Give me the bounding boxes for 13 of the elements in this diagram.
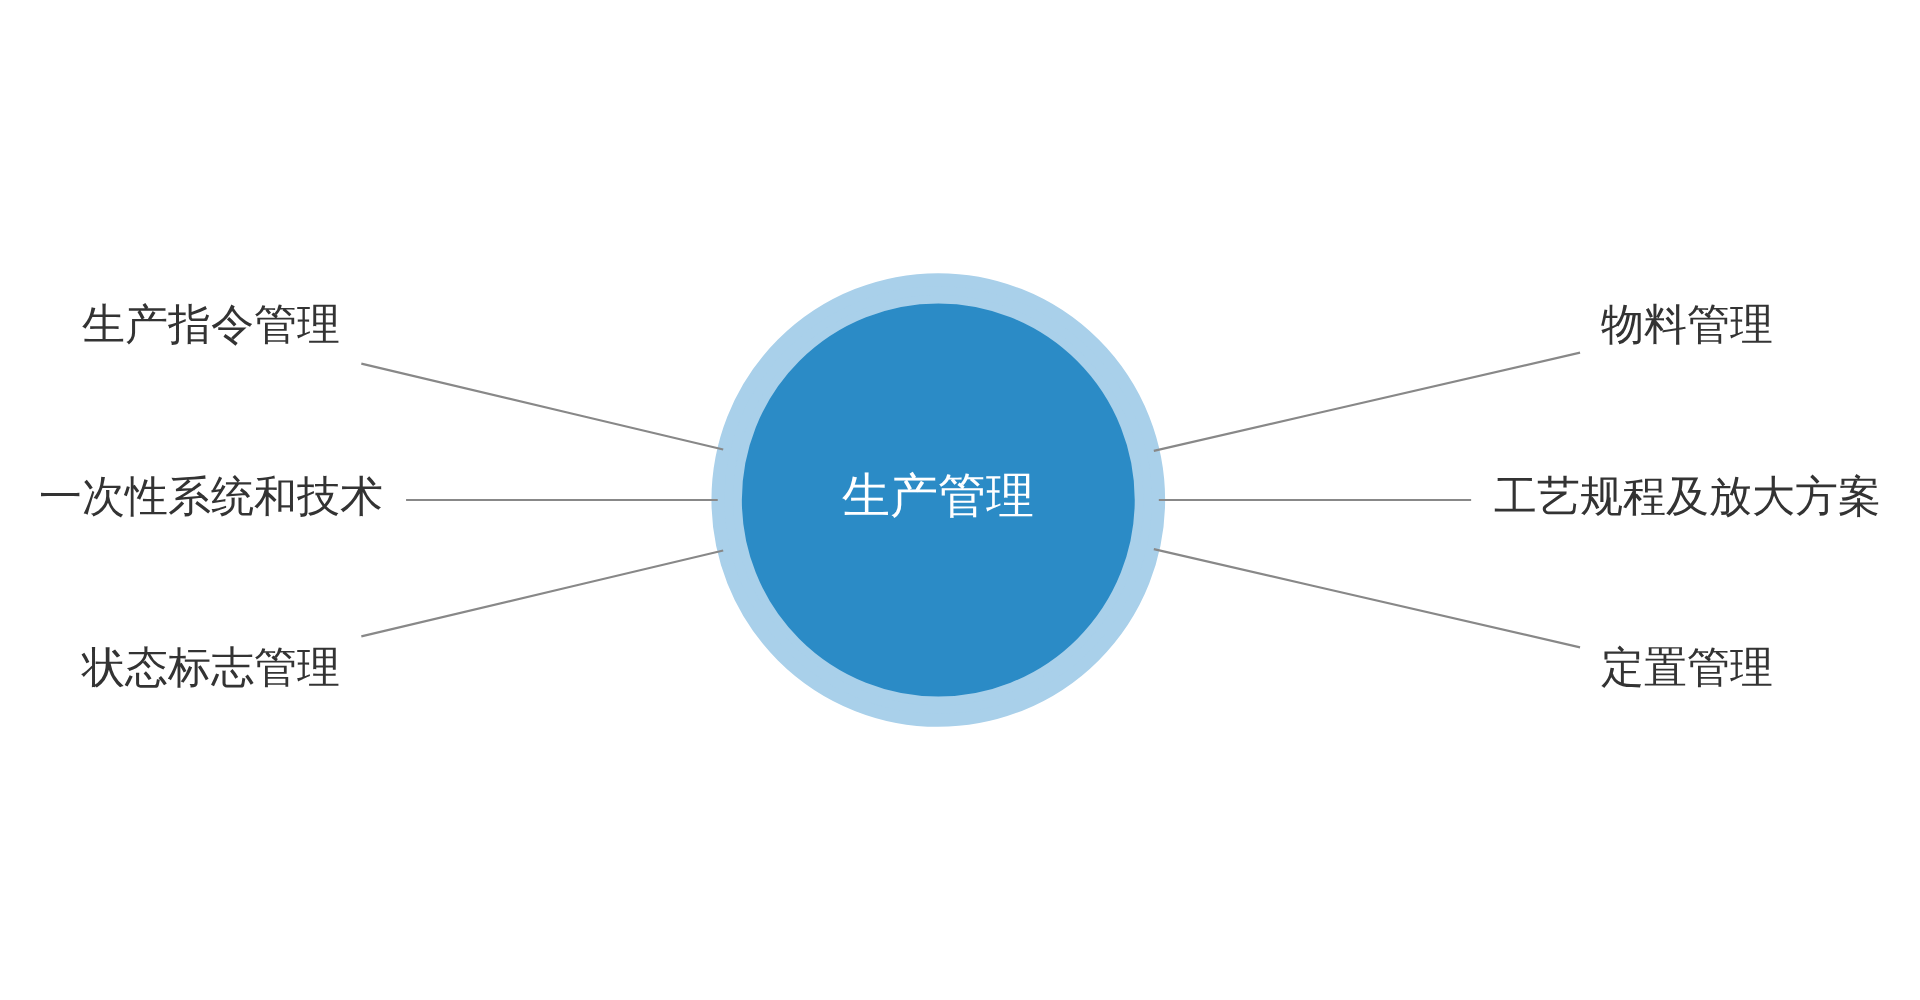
connector — [1153, 351, 1581, 452]
node-text: 工艺规程及放大方案 — [1493, 470, 1881, 521]
connector — [361, 362, 724, 451]
node-text: 生产指令管理 — [82, 299, 341, 350]
node-text: 定置管理 — [1601, 642, 1774, 693]
node-text: 状态标志管理 — [82, 642, 341, 693]
node-circle: 生产管理 — [711, 273, 1166, 727]
connector — [361, 549, 724, 638]
node-text: 物料管理 — [1601, 299, 1774, 350]
connector — [1153, 548, 1581, 649]
connector — [1158, 498, 1472, 502]
connector — [406, 498, 718, 502]
node-text: 一次性系统和技术 — [39, 470, 384, 521]
